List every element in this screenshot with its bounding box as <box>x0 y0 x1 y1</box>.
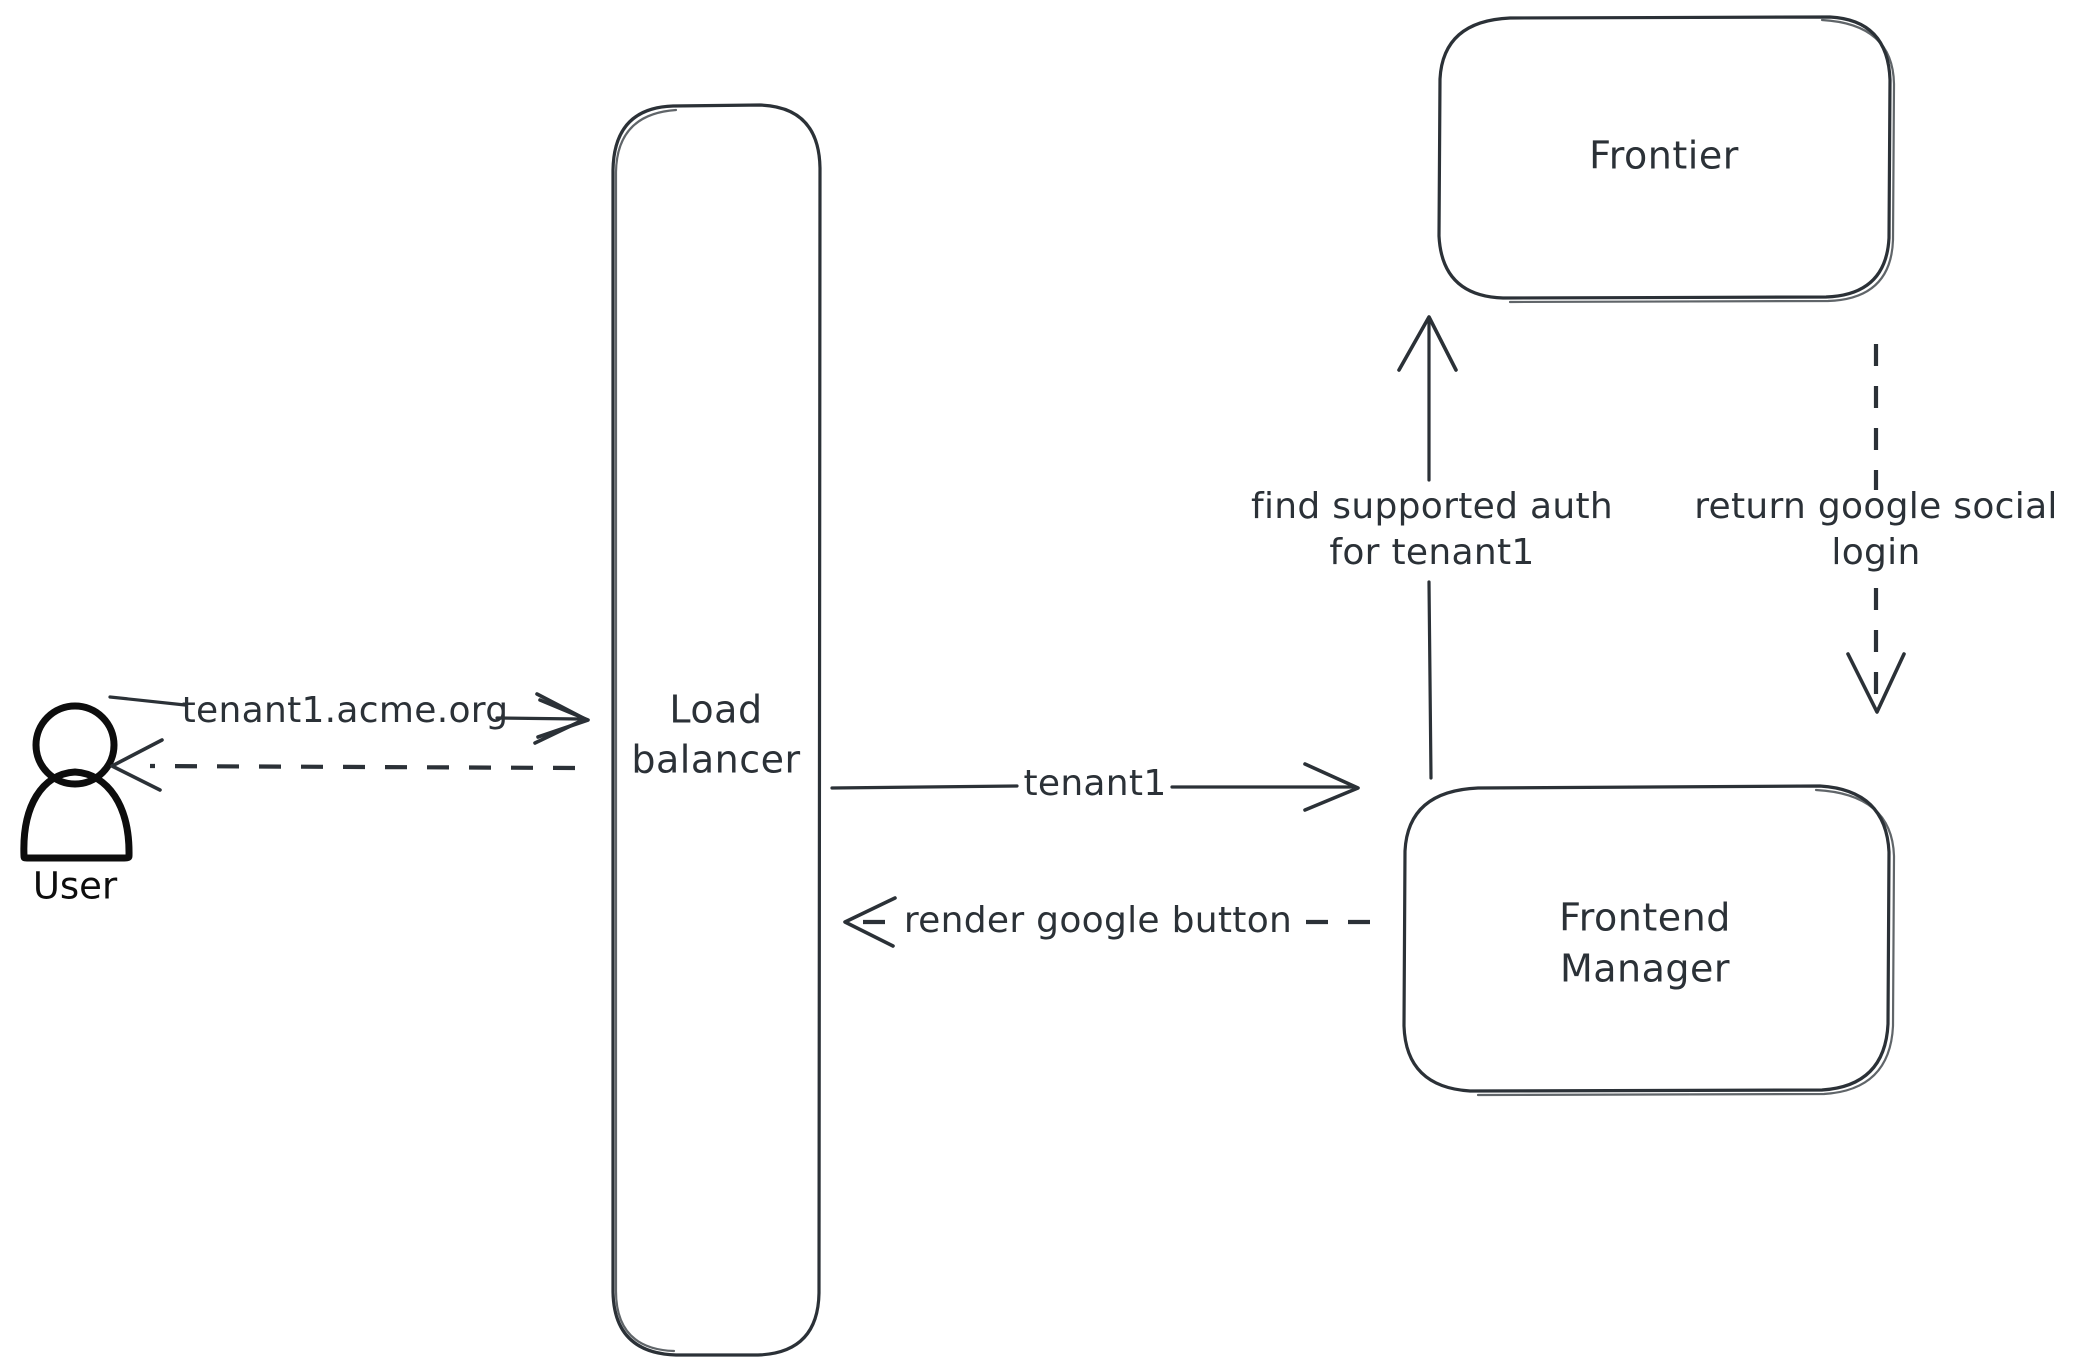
edge-lb-user-line <box>149 763 576 771</box>
edge-lb-fm-line-left <box>830 784 1019 790</box>
edge-lb-fm-arrowhead <box>1303 762 1360 812</box>
edge-user-lb-line-right <box>495 716 582 721</box>
edge-label-tenant1-acme-org: tenant1.acme.org <box>182 690 509 731</box>
load-balancer-shape <box>611 103 822 1357</box>
edge-load-balancer-to-frontend-manager[interactable]: tenant1 <box>830 762 1360 812</box>
edge-label-return-google-social-line2: login <box>1831 532 1920 573</box>
frontier-label: Frontier <box>1589 134 1739 178</box>
edge-frontend-manager-to-frontier[interactable]: find supported auth for tenant1 <box>1251 315 1613 780</box>
node-load-balancer[interactable]: Load balancer <box>611 103 822 1357</box>
user-label: User <box>33 865 118 908</box>
node-frontier[interactable]: Frontier <box>1437 15 1896 304</box>
edge-label-find-supported-auth-line1: find supported auth <box>1251 486 1613 527</box>
edge-frontier-fm-arrowhead <box>1846 652 1906 714</box>
edge-fm-frontier-line-lower <box>1427 580 1433 780</box>
node-frontend-manager[interactable]: Frontend Manager <box>1402 784 1896 1097</box>
edge-load-balancer-to-user[interactable] <box>110 738 576 792</box>
edge-fm-frontier-arrowhead <box>1397 315 1458 372</box>
node-user[interactable]: User <box>20 702 133 908</box>
user-body-icon <box>20 768 133 862</box>
edge-label-find-supported-auth-line2: for tenant1 <box>1329 532 1534 573</box>
edge-frontend-manager-to-load-balancer[interactable]: render google button <box>843 896 1370 948</box>
load-balancer-label-line1: Load <box>669 688 762 732</box>
edge-lb-user-arrowhead <box>110 738 164 792</box>
load-balancer-label-line2: balancer <box>631 738 800 782</box>
frontend-manager-label-line1: Frontend <box>1559 896 1731 940</box>
edge-label-tenant1: tenant1 <box>1023 763 1166 804</box>
edge-label-return-google-social-line1: return google social <box>1694 486 2058 527</box>
edge-fm-lb-arrowhead <box>843 896 897 948</box>
frontend-manager-shape <box>1402 784 1891 1093</box>
edge-user-lb-arrowhead-2 <box>536 698 590 739</box>
load-balancer-sketch-overlay <box>614 108 678 1353</box>
edge-user-to-load-balancer[interactable]: tenant1.acme.org <box>108 690 590 745</box>
user-head-icon <box>32 702 118 788</box>
edge-frontier-to-frontend-manager[interactable]: return google social login <box>1694 344 2058 714</box>
frontend-manager-sketch-overlay <box>1476 788 1896 1097</box>
frontier-sketch-overlay <box>1508 18 1896 304</box>
edge-label-render-google-button: render google button <box>904 900 1292 941</box>
edge-user-lb-line-left <box>108 695 187 707</box>
frontend-manager-label-line2: Manager <box>1560 947 1730 991</box>
